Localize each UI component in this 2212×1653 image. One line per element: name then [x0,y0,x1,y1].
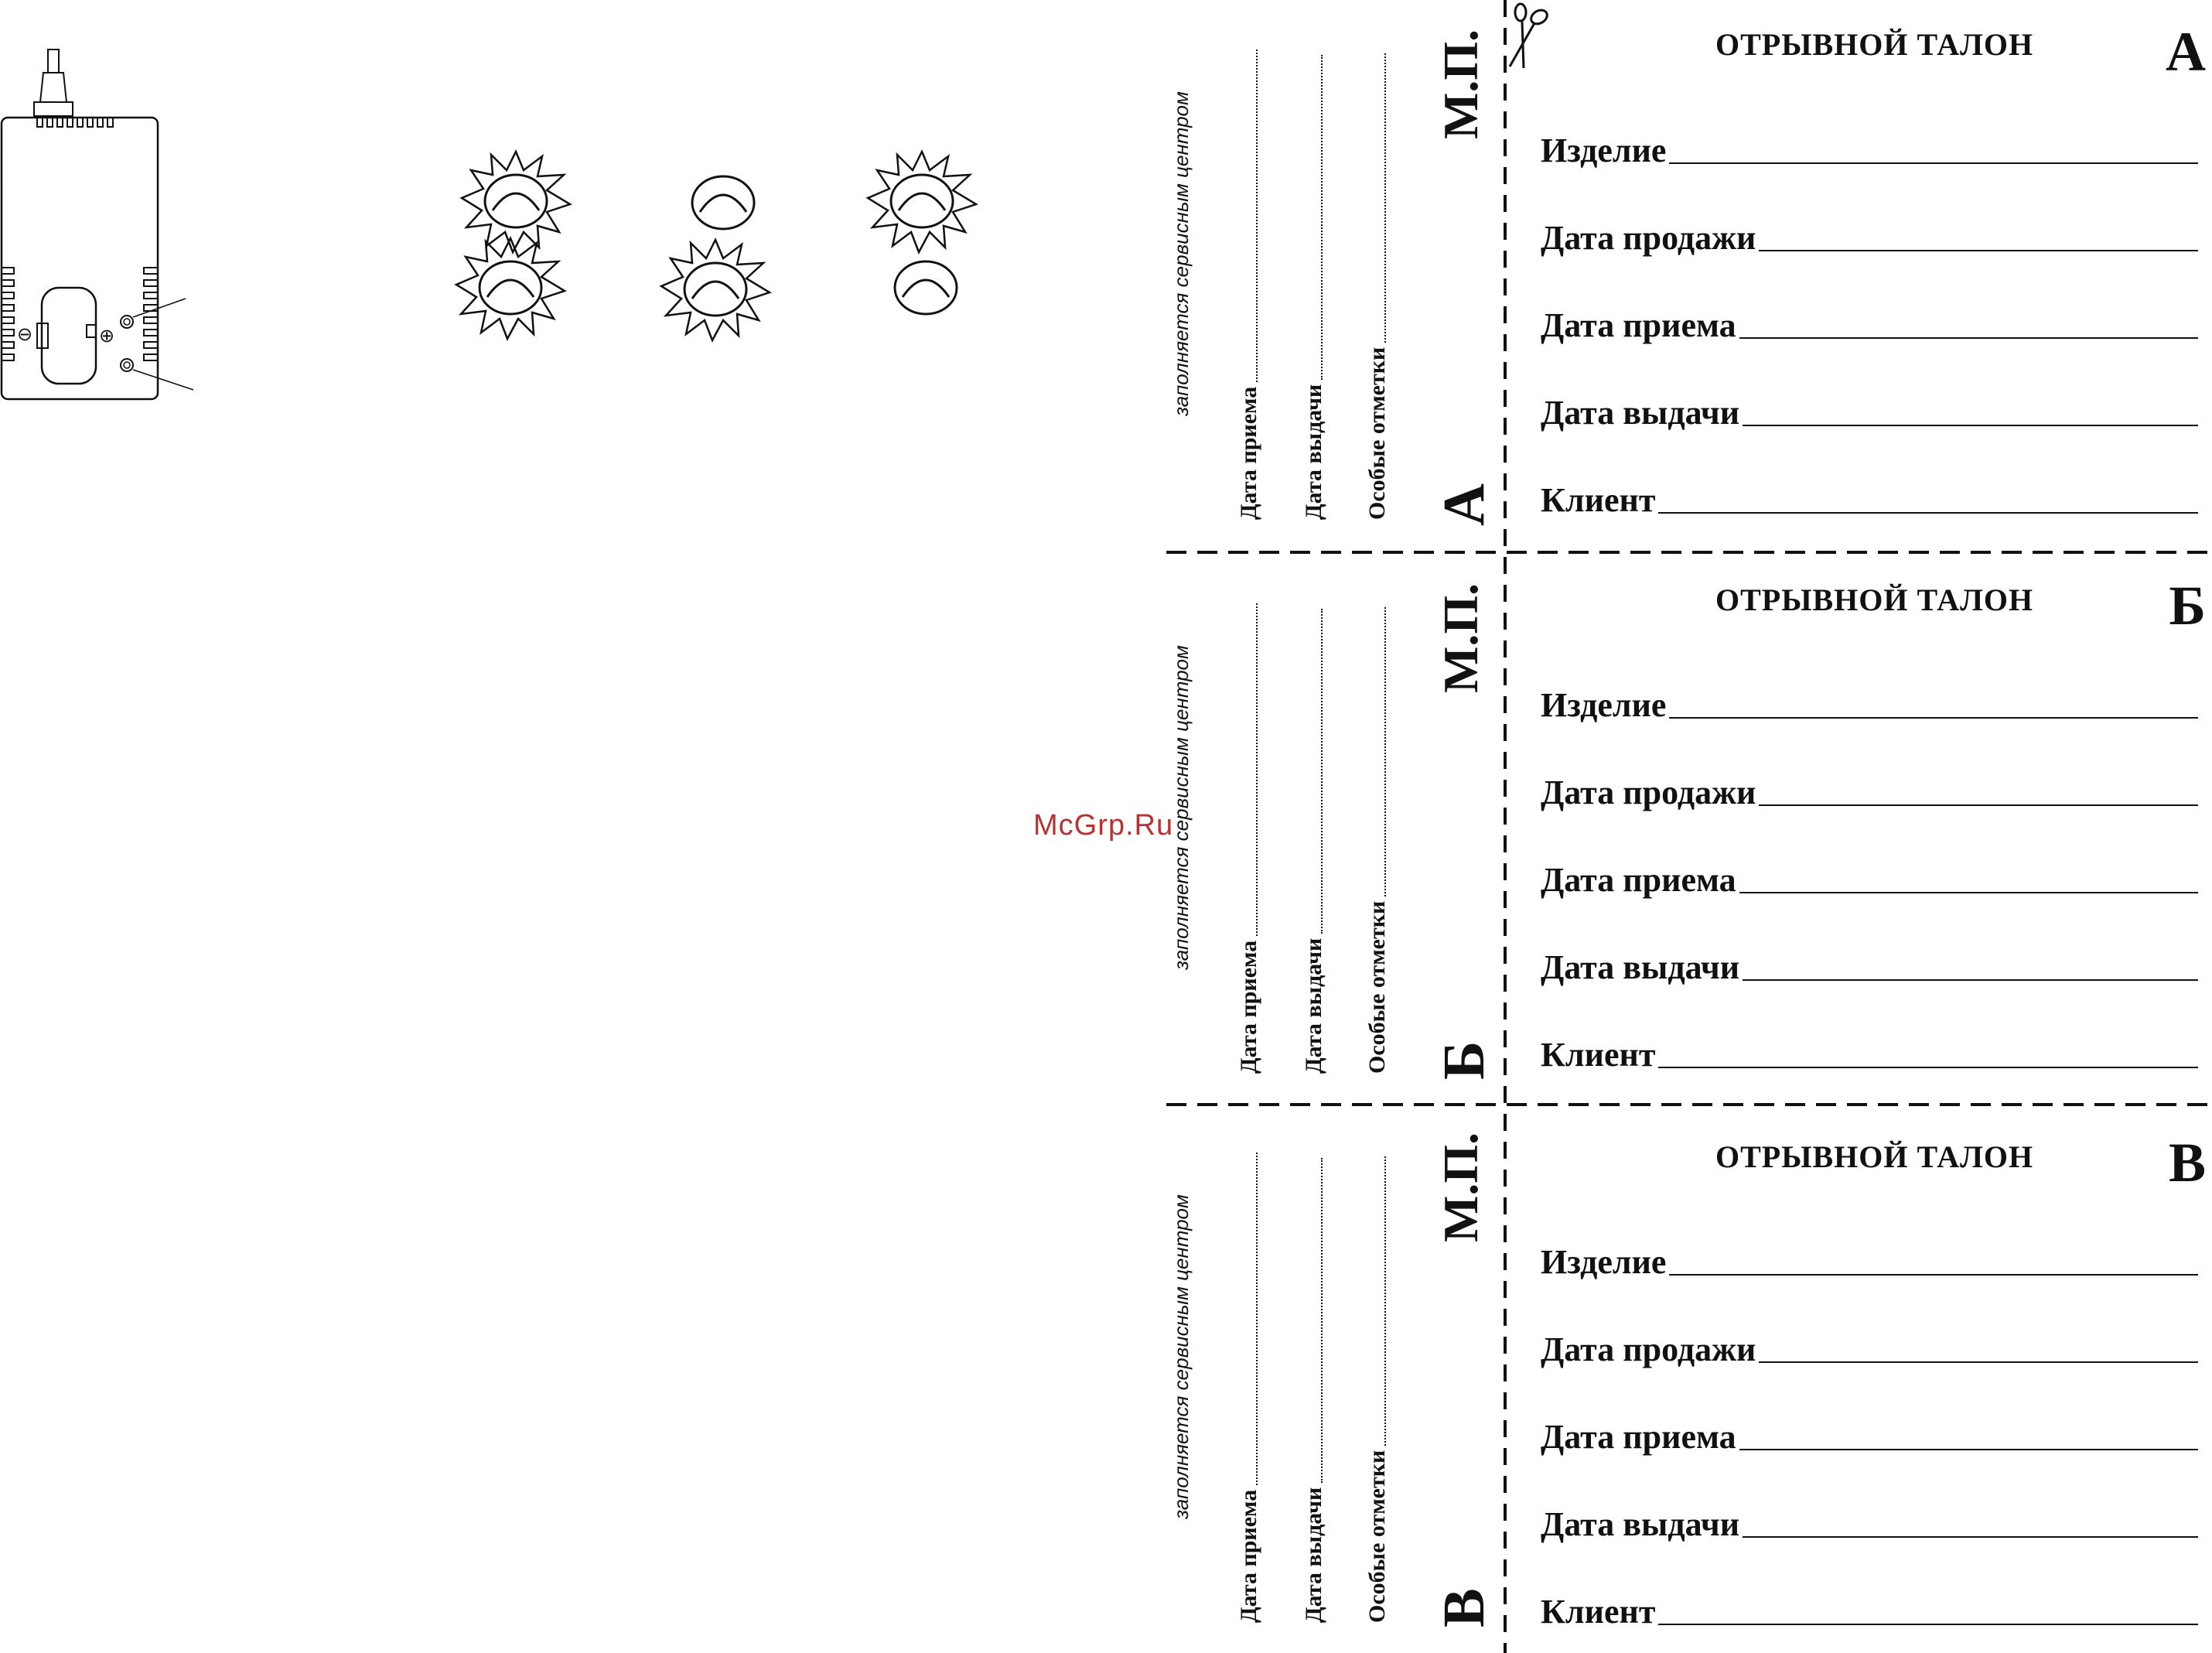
field-receive-date[interactable]: Дата приема [1541,1410,2198,1457]
stub-letter: А [1432,483,1497,526]
field-receive-date[interactable]: Дата приема [1541,853,2198,900]
stub-special-marks: Особые отметки [1364,53,1391,520]
field-sale-date[interactable]: Дата продажи [1541,766,2198,812]
stamp-placeholder: М.П. [1433,582,1488,693]
stub-letter: В [1432,1588,1497,1627]
field-issue-date[interactable]: Дата выдачи [1541,1498,2198,1544]
field-issue-date[interactable]: Дата выдачи [1541,386,2198,432]
stub-receive-date: Дата приема [1236,1152,1262,1623]
stub-special-marks: Особые отметки [1364,606,1391,1074]
led-a2-lit-icon [455,237,566,340]
stub-special-marks: Особые отметки [1364,1156,1391,1623]
ticket-letter: Б [2169,575,2206,637]
led-indicator-diagram [455,150,978,342]
field-sale-date[interactable]: Дата продажи [1541,1323,2198,1369]
ticket-title: ОТРЫВНОЙ ТАЛОН [1715,27,2034,62]
led-b1-off-icon [691,175,756,231]
led-b2-lit-icon [660,238,771,342]
led-c2-off-icon [893,260,958,316]
field-product[interactable]: Изделие [1541,1235,2198,1282]
stub-issue-date: Дата выдачи [1301,608,1327,1074]
stamp-placeholder: М.П. [1433,29,1488,139]
stub-issue-date: Дата выдачи [1301,1157,1327,1623]
field-client[interactable]: Клиент [1541,1585,2198,1631]
stamp-placeholder: М.П. [1433,1132,1488,1242]
field-issue-date[interactable]: Дата выдачи [1541,941,2198,987]
stub-issue-date: Дата выдачи [1301,54,1327,520]
charger-diagram [0,49,194,401]
service-center-note: заполняется сервисным центром [1169,91,1193,416]
service-center-note: заполняется сервисным центром [1169,645,1193,970]
minus-terminal-label: ⊖ [17,323,33,345]
field-receive-date[interactable]: Дата приема [1541,299,2198,345]
led-a1-lit-icon [460,150,572,254]
field-sale-date[interactable]: Дата продажи [1541,211,2198,258]
stub-receive-date: Дата приема [1236,49,1262,520]
ticket-letter: А [2166,21,2206,83]
watermark: McGrp.Ru [1033,809,1174,842]
ticket-title: ОТРЫВНОЙ ТАЛОН [1715,1139,2034,1174]
led-c1-lit-icon [866,150,978,254]
plus-terminal-label: ⊕ [99,325,115,347]
field-product[interactable]: Изделие [1541,678,2198,725]
stub-letter: Б [1432,1040,1497,1080]
field-client[interactable]: Клиент [1541,473,2198,520]
service-center-note: заполняется сервисным центром [1169,1194,1193,1519]
ticket-title: ОТРЫВНОЙ ТАЛОН [1715,582,2034,617]
field-product[interactable]: Изделие [1541,124,2198,170]
field-client[interactable]: Клиент [1541,1028,2198,1074]
ticket-letter: В [2168,1132,2206,1194]
scissors-icon [1508,2,1548,69]
stub-receive-date: Дата приема [1236,603,1262,1074]
